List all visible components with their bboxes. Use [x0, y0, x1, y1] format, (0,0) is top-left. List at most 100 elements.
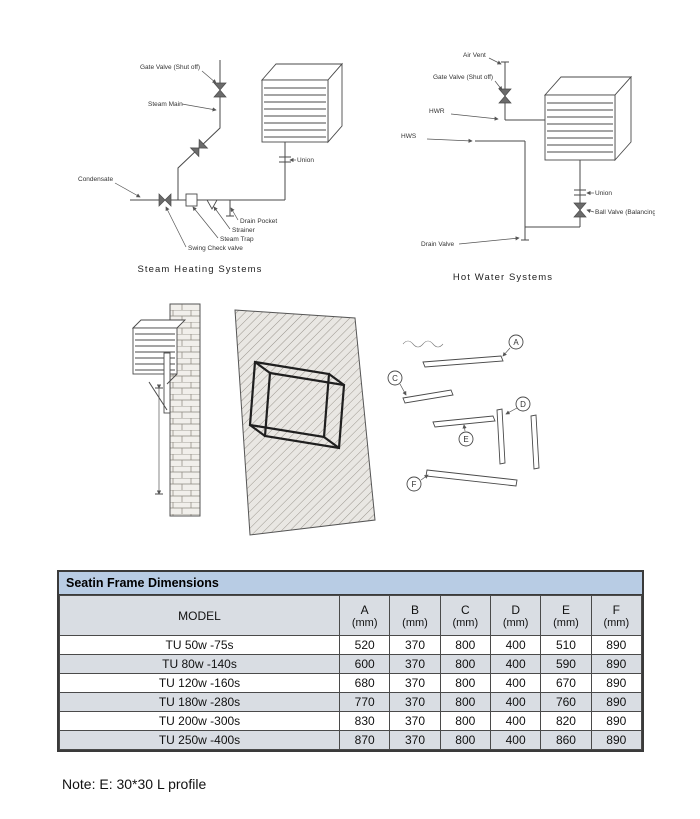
union-symbol: [574, 189, 586, 196]
value-cell: 680: [338, 673, 391, 693]
value-cell: 890: [590, 635, 643, 655]
value-cell: 400: [489, 673, 542, 693]
table-row: TU 180w -280s 770 370 800 400 760 890: [59, 692, 643, 712]
value-cell: 400: [489, 654, 542, 674]
wall-mounted-heater: [131, 319, 187, 375]
swing-check-valve-label: Swing Check valve: [188, 245, 243, 252]
column-header-c: C(mm): [439, 595, 491, 636]
frame-part-bar-e: [432, 415, 496, 428]
union-symbol: [279, 156, 291, 163]
ball-valve-label: Ball Valve (Balancing): [595, 209, 655, 216]
header-row: MODEL A(mm) B(mm) C(mm) D(mm) E(mm) F(mm…: [59, 595, 643, 636]
union-label: Union: [297, 157, 314, 164]
hot-water-diagram: Air Vent Gate Valve (Shut off) HWR HWS U…: [401, 52, 655, 283]
value-cell: 400: [489, 730, 542, 750]
value-cell: 830: [338, 711, 391, 731]
louvers: [547, 102, 613, 153]
part-letter-d: D: [520, 400, 526, 409]
supply-pipe: [475, 140, 581, 228]
part-letter-c: C: [392, 374, 398, 383]
value-cell: 370: [389, 730, 441, 750]
value-cell: 800: [439, 635, 491, 655]
column-header-f: F(mm): [590, 595, 643, 636]
value-cell: 370: [389, 635, 441, 655]
value-cell: 860: [540, 730, 592, 750]
part-callout-d: D: [505, 396, 531, 415]
value-cell: 590: [540, 654, 592, 674]
condensate-pipe: [130, 142, 286, 201]
column-header-model: MODEL: [59, 595, 340, 636]
value-cell: 370: [389, 692, 441, 712]
value-cell: 510: [540, 635, 592, 655]
model-cell: TU 80w -140s: [59, 654, 340, 674]
value-cell: 890: [590, 673, 643, 693]
frame-part-bar-right: [530, 414, 540, 470]
unit-heater: [543, 75, 633, 162]
part-letter-a: A: [513, 338, 519, 347]
unit-heater: [261, 62, 343, 144]
hwr-label: HWR: [429, 108, 445, 115]
part-callout-e: E: [458, 424, 474, 447]
air-vent-label: Air Vent: [463, 52, 486, 59]
valve-symbol: [189, 138, 209, 158]
value-cell: 820: [540, 711, 592, 731]
gate-valve-label: Gate Valve (Shut off): [433, 74, 493, 81]
steam-trap-label: Steam Trap: [220, 236, 254, 243]
value-cell: 770: [338, 692, 391, 712]
frame-part-bar-d: [496, 408, 506, 465]
value-cell: 670: [540, 673, 592, 693]
value-cell: 800: [439, 711, 491, 731]
table-row: TU 200w -300s 830 370 800 400 820 890: [59, 711, 643, 731]
mounting-bracket: [148, 352, 178, 414]
value-cell: 520: [338, 635, 391, 655]
value-cell: 890: [590, 654, 643, 674]
table-row: TU 120w -160s 680 370 800 400 670 890: [59, 673, 643, 693]
part-letter-f: F: [412, 480, 417, 489]
condensate-label: Condensate: [78, 176, 113, 183]
dimensions-table-section: Seatin Frame Dimensions MODEL A(mm) B(mm…: [57, 570, 644, 752]
value-cell: 400: [489, 635, 542, 655]
value-cell: 370: [389, 654, 441, 674]
value-cell: 400: [489, 692, 542, 712]
model-cell: TU 50w -75s: [59, 635, 340, 655]
part-callout-f: F: [406, 474, 429, 492]
part-callout-a: A: [502, 334, 524, 357]
ball-valve-symbol: [573, 202, 587, 218]
column-header-a: A(mm): [338, 595, 391, 636]
mounting-frame: [248, 360, 346, 450]
value-cell: 800: [439, 692, 491, 712]
union-label: Union: [595, 190, 612, 197]
gate-valve-symbol: [213, 82, 227, 98]
air-vent-symbol: [501, 61, 509, 74]
table-title: Seatin Frame Dimensions: [59, 572, 642, 595]
column-header-d: D(mm): [489, 595, 542, 636]
value-cell: 370: [389, 711, 441, 731]
hatched-wall: [234, 309, 376, 536]
drain-pocket-label: Drain Pocket: [240, 218, 277, 225]
table-row: TU 80w -140s 600 370 800 400 590 890: [59, 654, 643, 674]
part-letter-e: E: [463, 435, 468, 444]
model-cell: TU 120w -160s: [59, 673, 340, 693]
gate-valve-symbol: [498, 88, 512, 104]
strainer-symbol: [206, 199, 218, 210]
frame-part-bar-f: [425, 469, 518, 487]
drain-valve-label: Drain Valve: [421, 241, 455, 248]
steam-diagram-title: Steam Heating Systems: [137, 264, 262, 275]
value-cell: 890: [590, 711, 643, 731]
installation-diagram: A C D E F: [131, 303, 540, 536]
louvers: [264, 87, 326, 138]
footnote: Note: E: 30*30 L profile: [62, 776, 207, 792]
value-cell: 800: [439, 673, 491, 693]
dimensions-table: MODEL A(mm) B(mm) C(mm) D(mm) E(mm) F(mm…: [59, 595, 643, 750]
frame-part-bar-c: [402, 389, 454, 404]
swing-check-valve-symbol: [158, 193, 172, 207]
column-header-b: B(mm): [389, 595, 441, 636]
frame-part-bar-a: [422, 355, 504, 368]
value-cell: 760: [540, 692, 592, 712]
dimension-line: [155, 384, 163, 495]
steam-trap-symbol: [185, 193, 198, 207]
table-row: TU 250w -400s 870 370 800 400 860 890: [59, 730, 643, 750]
value-cell: 400: [489, 711, 542, 731]
steam-heating-diagram: Gate Valve (Shut off) Steam Main Condens…: [78, 60, 343, 275]
